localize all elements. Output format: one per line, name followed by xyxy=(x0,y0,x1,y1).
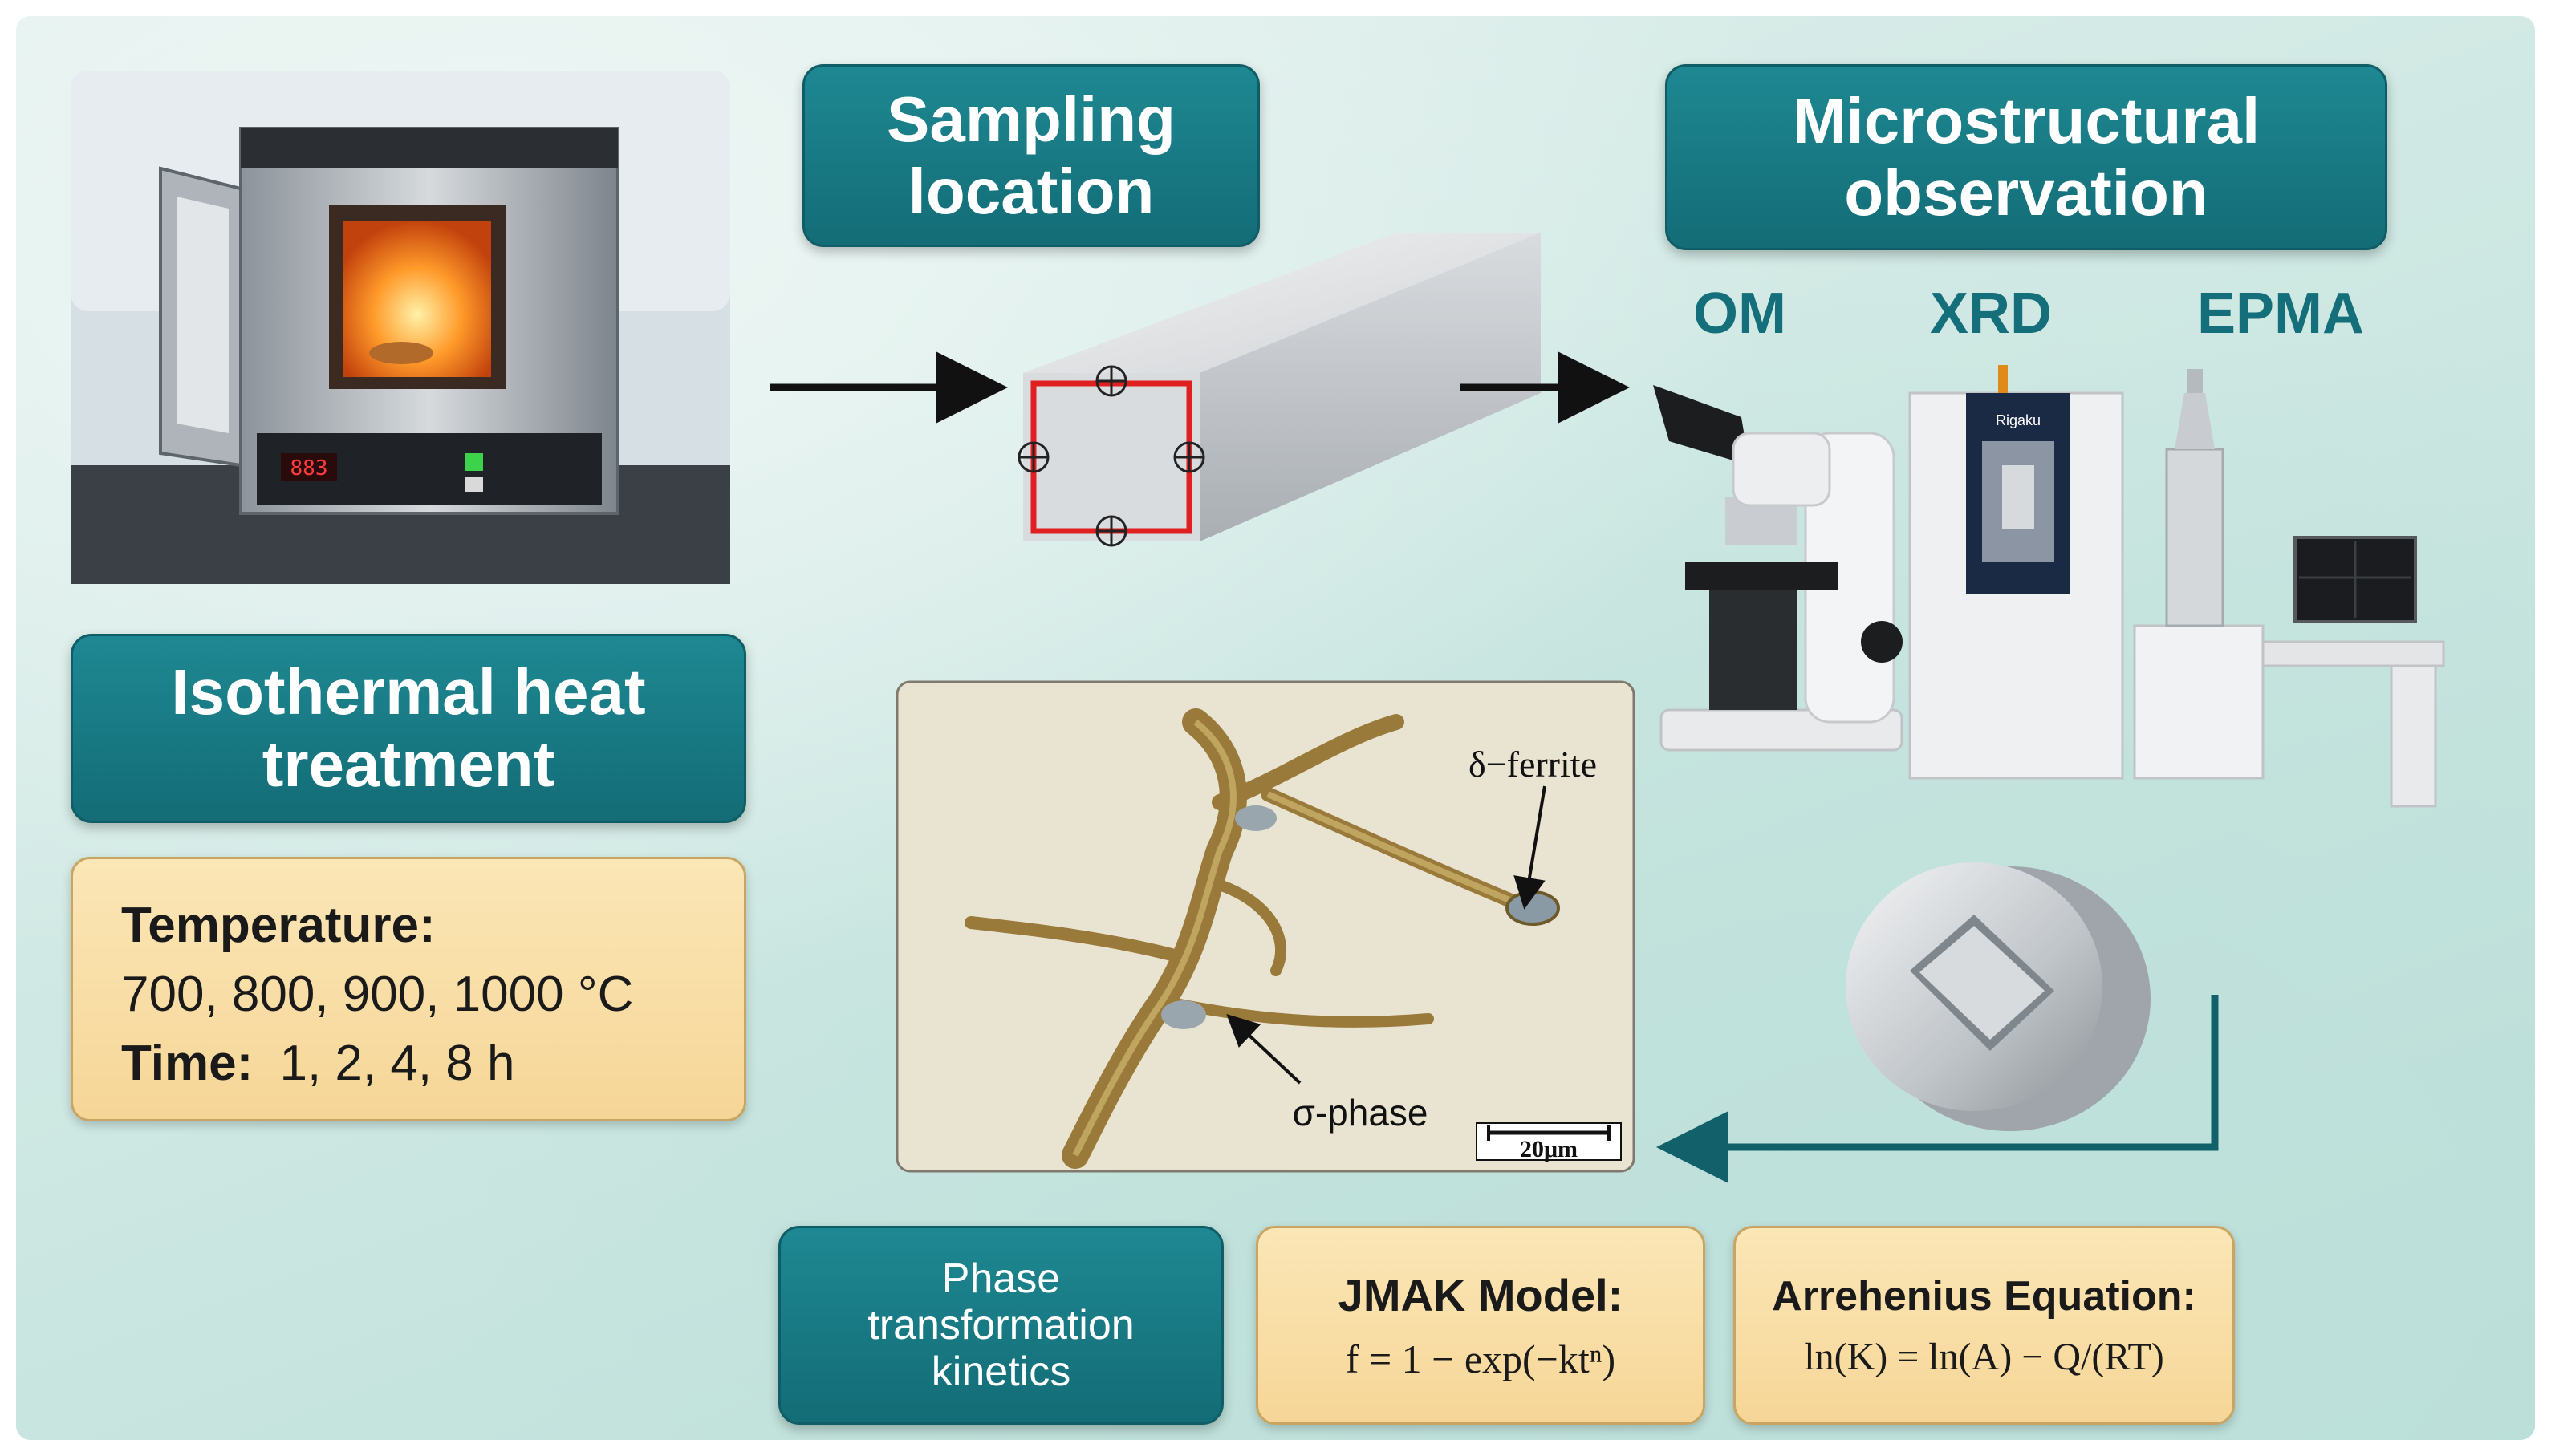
sampling-title-box: Sampling location xyxy=(802,64,1260,247)
observation-title: Microstructural observation xyxy=(1792,85,2261,229)
time-label: Time: xyxy=(121,1036,254,1091)
jmak-equation: f = 1 − exp(−ktⁿ) xyxy=(1345,1336,1616,1381)
furnace-display: 883 xyxy=(290,456,328,481)
arrhenius-title: Arrehenius Equation: xyxy=(1772,1272,2196,1320)
micrograph-panel: δ−ferrite σ-phase 20μm xyxy=(896,680,1635,1173)
workflow-diagram: 883 xyxy=(16,16,2535,1440)
xrd-brand: Rigaku xyxy=(1996,412,2041,428)
ferrite-pointer xyxy=(1513,785,1546,910)
technique-om: OM xyxy=(1693,282,1786,346)
xrd-illustration: Rigaku xyxy=(1908,365,2124,780)
heat-treatment-title-box: Isothermal heat treatment xyxy=(71,634,746,823)
temperature-values: 700, 800, 900, 1000 °C xyxy=(121,967,634,1022)
sampling-markers xyxy=(1018,365,1205,547)
epma-illustration xyxy=(2133,369,2445,808)
kinetics-title-box: Phase transformation kinetics xyxy=(778,1226,1224,1425)
time-values: 1, 2, 4, 8 h xyxy=(279,1036,515,1091)
sigma-phase-label: σ-phase xyxy=(1292,1092,1428,1134)
arrhenius-equation: ln(K) = ln(A) − Q/(RT) xyxy=(1804,1335,2164,1378)
jmak-model-box: JMAK Model: f = 1 − exp(−ktⁿ) xyxy=(1256,1226,1705,1425)
sigma-pointer xyxy=(1226,1014,1302,1085)
technique-xrd: XRD xyxy=(1930,282,2053,346)
furnace-illustration: 883 xyxy=(71,71,730,584)
scale-bar-label: 20μm xyxy=(1520,1136,1578,1162)
heat-treatment-parameters: Temperature: 700, 800, 900, 1000 °C Time… xyxy=(71,857,746,1121)
sampling-title: Sampling location xyxy=(886,83,1176,227)
temperature-label: Temperature: xyxy=(121,898,436,953)
observation-title-box: Microstructural observation xyxy=(1665,64,2387,250)
diagram-graphics: 883 xyxy=(71,71,2445,1183)
steel-bar-illustration xyxy=(1018,233,1541,547)
kinetics-title: Phase transformation kinetics xyxy=(867,1255,1135,1396)
jmak-title: JMAK Model: xyxy=(1338,1269,1623,1320)
microscope-illustration xyxy=(1653,385,1903,752)
arrhenius-equation-box: Arrehenius Equation: ln(K) = ln(A) − Q/(… xyxy=(1733,1226,2235,1425)
arrow-to-micrograph xyxy=(1656,995,2219,1183)
technique-epma: EPMA xyxy=(2197,282,2365,346)
sample-disk-illustration xyxy=(1846,862,2151,1131)
ferrite-label: δ−ferrite xyxy=(1468,744,1597,785)
heat-treatment-title: Isothermal heat treatment xyxy=(171,656,646,800)
time-row: Time: 1, 2, 4, 8 h xyxy=(121,1029,696,1098)
